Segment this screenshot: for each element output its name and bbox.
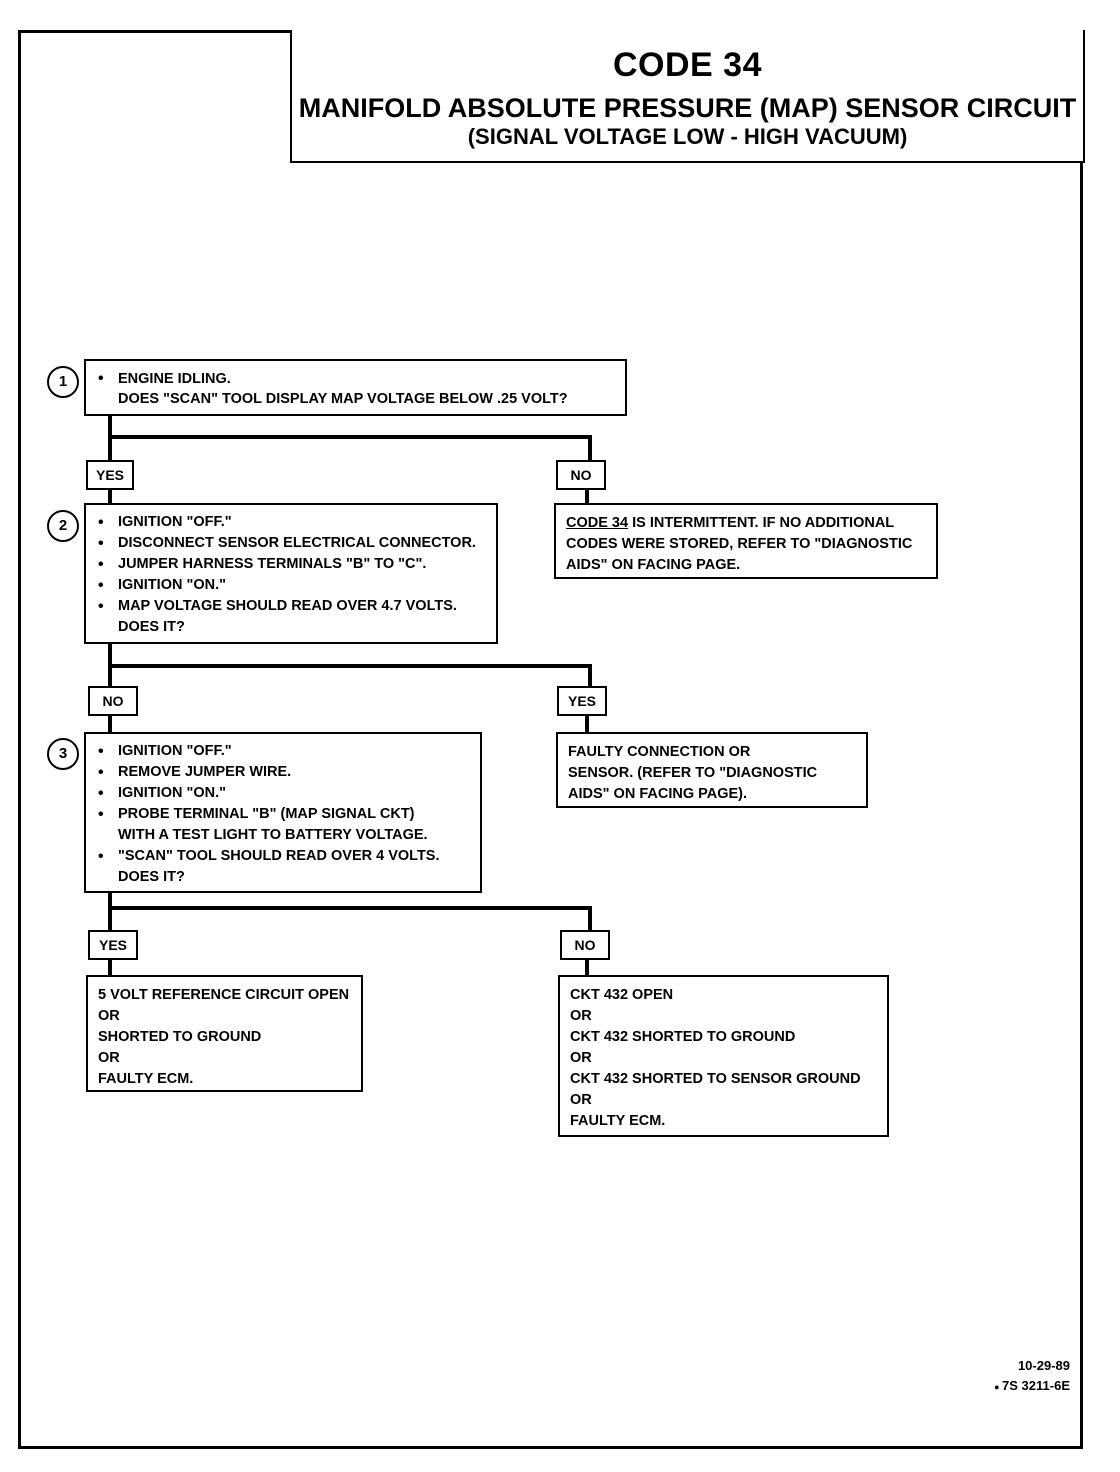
connector-line — [108, 435, 592, 439]
code-reference: CODE 34 — [566, 515, 629, 531]
no-label: NO — [560, 930, 610, 960]
step-2-item: IGNITION "OFF." — [96, 512, 486, 533]
footer-reference: 7S 3211-6E — [1002, 1378, 1070, 1393]
yes-label: YES — [88, 930, 138, 960]
step-2-item: JUMPER HARNESS TERMINALS "B" TO "C". — [96, 554, 486, 575]
step-3-box: IGNITION "OFF." REMOVE JUMPER WIRE. IGNI… — [84, 732, 482, 893]
step-2-box: IGNITION "OFF." DISCONNECT SENSOR ELECTR… — [84, 503, 498, 644]
circuit-title: MANIFOLD ABSOLUTE PRESSURE (MAP) SENSOR … — [298, 93, 1077, 123]
step-3-item-continued: WITH A TEST LIGHT TO BATTERY VOLTAGE. — [118, 827, 428, 843]
step-3-item: IGNITION "OFF." — [96, 741, 470, 762]
step-2-item: DISCONNECT SENSOR ELECTRICAL CONNECTOR. — [96, 533, 486, 554]
connector-line — [588, 664, 592, 688]
connector-line — [108, 891, 112, 931]
result-ckt-432-box: CKT 432 OPEN OR CKT 432 SHORTED TO GROUN… — [558, 975, 889, 1137]
connector-line — [108, 906, 592, 910]
footer: 10-29-89 ● 7S 3211-6E — [980, 1356, 1070, 1397]
connector-line — [108, 714, 112, 734]
connector-line — [585, 489, 589, 505]
step-2-question: DOES IT? — [118, 619, 185, 635]
connector-line — [108, 664, 592, 668]
result-reference-circuit-box: 5 VOLT REFERENCE CIRCUIT OPEN OR SHORTED… — [86, 975, 363, 1092]
step-3-item: IGNITION "ON." — [96, 783, 470, 804]
title-block: CODE 34 MANIFOLD ABSOLUTE PRESSURE (MAP)… — [290, 30, 1085, 163]
step-3-item: REMOVE JUMPER WIRE. — [96, 762, 470, 783]
connector-line — [108, 489, 112, 505]
code-title: CODE 34 — [613, 46, 762, 84]
yes-label: YES — [86, 460, 134, 490]
connector-line — [108, 416, 112, 462]
connector-line — [585, 958, 589, 976]
footer-date: 10-29-89 — [1017, 1358, 1070, 1373]
connector-line — [588, 435, 592, 462]
step-2-item: IGNITION "ON." — [96, 575, 486, 596]
no-label: NO — [88, 686, 138, 716]
step-3-item: "SCAN" TOOL SHOULD READ OVER 4 VOLTS. — [96, 846, 470, 867]
step-1-question: DOES "SCAN" TOOL DISPLAY MAP VOLTAGE BEL… — [118, 391, 568, 407]
connector-line — [588, 906, 592, 933]
result-faulty-connection-box: FAULTY CONNECTION OR SENSOR. (REFER TO "… — [556, 732, 868, 808]
step-2-item: MAP VOLTAGE SHOULD READ OVER 4.7 VOLTS. — [96, 596, 486, 617]
result-intermittent-box: CODE 34 IS INTERMITTENT. IF NO ADDITIONA… — [554, 503, 938, 579]
yes-label: YES — [557, 686, 607, 716]
step-number-3: 3 — [47, 738, 79, 770]
step-1-box: ENGINE IDLING. DOES "SCAN" TOOL DISPLAY … — [84, 359, 627, 416]
no-label: NO — [556, 460, 606, 490]
step-3-item: PROBE TERMINAL "B" (MAP SIGNAL CKT) — [96, 804, 470, 825]
connector-line — [108, 958, 112, 976]
connector-line — [585, 716, 589, 734]
circuit-subtitle: (SIGNAL VOLTAGE LOW - HIGH VACUUM) — [467, 124, 908, 149]
step-3-question: DOES IT? — [118, 869, 185, 885]
step-number-1: 1 — [47, 366, 79, 398]
step-number-2: 2 — [47, 510, 79, 542]
step-1-item: ENGINE IDLING. — [96, 369, 615, 389]
